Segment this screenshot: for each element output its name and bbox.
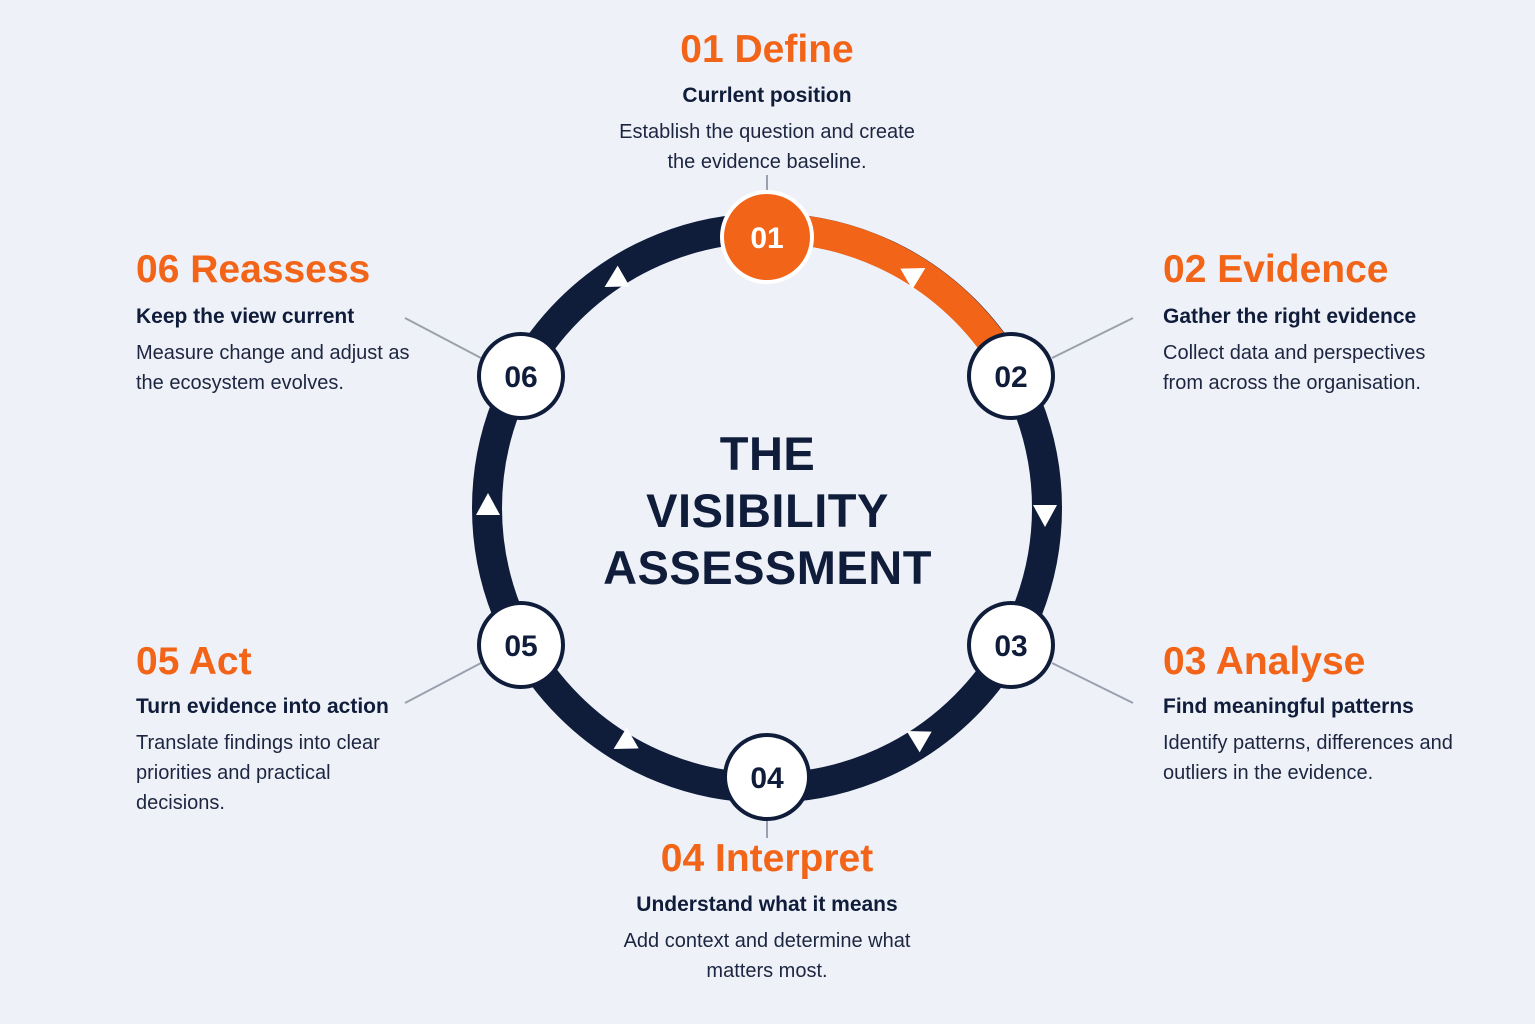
node-06-label: 06 bbox=[504, 361, 537, 394]
step-04-description: Add context and determine what matters m… bbox=[623, 930, 911, 982]
direction-arrow-05-06 bbox=[476, 493, 500, 515]
center-title: THE VISIBILITY ASSESSMENT bbox=[560, 425, 975, 596]
step-01-description: Establish the question and create the ev… bbox=[619, 121, 915, 173]
center-title-line-2: VISIBILITY bbox=[646, 484, 889, 537]
node-03-label: 03 bbox=[994, 630, 1027, 663]
direction-arrow-03-04 bbox=[906, 731, 932, 753]
connector-line-02 bbox=[1051, 317, 1134, 359]
node-02: 02 bbox=[967, 332, 1055, 420]
node-01: 01 bbox=[720, 190, 814, 284]
step-06-subtitle: Keep the view current bbox=[136, 305, 355, 328]
step-06-description: Measure change and adjust as the ecosyst… bbox=[136, 342, 410, 394]
center-title-line-3: ASSESSMENT bbox=[603, 541, 932, 594]
center-title-line-1: THE bbox=[719, 427, 816, 480]
step-03-description: Identify patterns, differences and outli… bbox=[1163, 732, 1453, 784]
step-06-block: 06 Reassess Keep the view current Measur… bbox=[136, 248, 411, 398]
step-05-title: 05 Act bbox=[136, 640, 252, 683]
step-02-block: 02 Evidence Gather the right evidence Co… bbox=[1163, 248, 1463, 398]
step-02-subtitle: Gather the right evidence bbox=[1163, 305, 1417, 328]
step-05-subtitle: Turn evidence into action bbox=[136, 695, 389, 718]
step-02-description: Collect data and perspectives from acros… bbox=[1163, 342, 1426, 394]
node-04: 04 bbox=[723, 733, 811, 821]
step-03-title: 03 Analyse bbox=[1163, 640, 1366, 683]
direction-arrow-06-01 bbox=[604, 265, 630, 287]
step-03-block: 03 Analyse Find meaningful patterns Iden… bbox=[1163, 640, 1453, 788]
connector-line-06 bbox=[404, 317, 482, 359]
node-04-label: 04 bbox=[750, 762, 784, 795]
node-05-label: 05 bbox=[504, 630, 537, 663]
step-05-description: Translate findings into clear priorities… bbox=[136, 732, 380, 814]
connector-line-03 bbox=[1051, 662, 1134, 704]
step-01-block: 01 Define Currlent position Establish th… bbox=[567, 28, 967, 177]
step-02-title: 02 Evidence bbox=[1163, 248, 1389, 291]
direction-arrow-04-05 bbox=[613, 727, 639, 749]
node-01-label: 01 bbox=[750, 222, 783, 255]
step-06-title: 06 Reassess bbox=[136, 248, 371, 291]
connector-line-05 bbox=[404, 662, 482, 704]
step-03-subtitle: Find meaningful patterns bbox=[1163, 695, 1414, 718]
step-01-title: 01 Define bbox=[680, 28, 854, 71]
node-05: 05 bbox=[477, 601, 565, 689]
step-04-block: 04 Interpret Understand what it means Ad… bbox=[567, 837, 967, 986]
step-01-subtitle: Currlent position bbox=[682, 84, 852, 107]
node-02-label: 02 bbox=[994, 361, 1027, 394]
node-06: 06 bbox=[477, 332, 565, 420]
step-04-subtitle: Understand what it means bbox=[636, 893, 898, 916]
direction-arrow-02-03 bbox=[1033, 505, 1057, 527]
direction-arrow-01-02 bbox=[900, 268, 926, 290]
step-04-title: 04 Interpret bbox=[660, 837, 874, 880]
step-05-block: 05 Act Turn evidence into action Transla… bbox=[136, 640, 406, 818]
node-03: 03 bbox=[967, 601, 1055, 689]
